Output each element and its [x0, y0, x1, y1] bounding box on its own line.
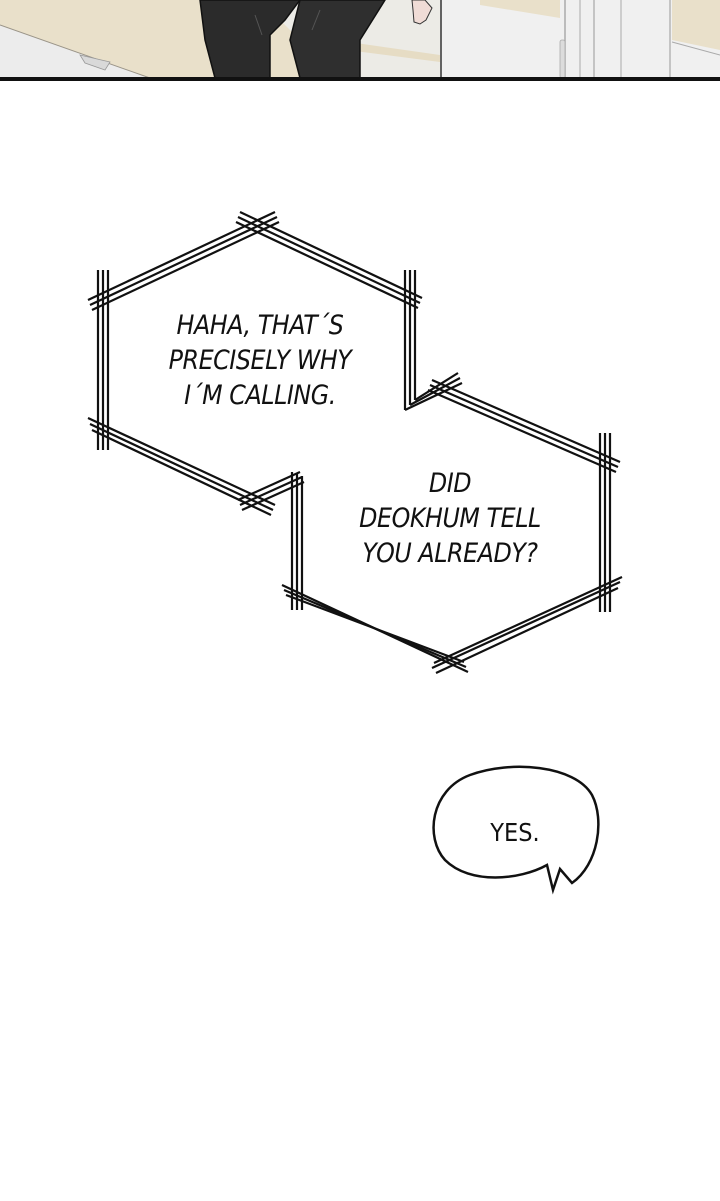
scene-illustration [0, 0, 720, 78]
hexagon-bubble-2-text: DID DEOKHUM TELL YOU ALREADY? [336, 466, 565, 571]
round-bubble-text: YES. [466, 818, 565, 848]
bubble-2-line-1: DID [428, 468, 472, 499]
hexagon-bubble-1-border [87, 211, 463, 516]
bubble-2-line-2: DEOKHUM TELL [359, 503, 541, 534]
bubble-1-line-1: HAHA, THAT´S [176, 310, 344, 341]
bubble-2-line-3: YOU ALREADY? [362, 538, 538, 569]
top-comic-panel [0, 0, 720, 78]
hexagon-bubble-2-border [281, 378, 623, 674]
bubble-1-line-2: PRECISELY WHY [168, 345, 352, 376]
panel-border [0, 77, 720, 81]
bubble-1-line-3: I´M CALLING. [184, 380, 336, 411]
round-bubble-line-1: YES. [490, 818, 540, 847]
round-bubble-yes-border [432, 765, 600, 895]
hexagon-bubble-1-text: HAHA, THAT´S PRECISELY WHY I´M CALLING. [146, 308, 375, 413]
